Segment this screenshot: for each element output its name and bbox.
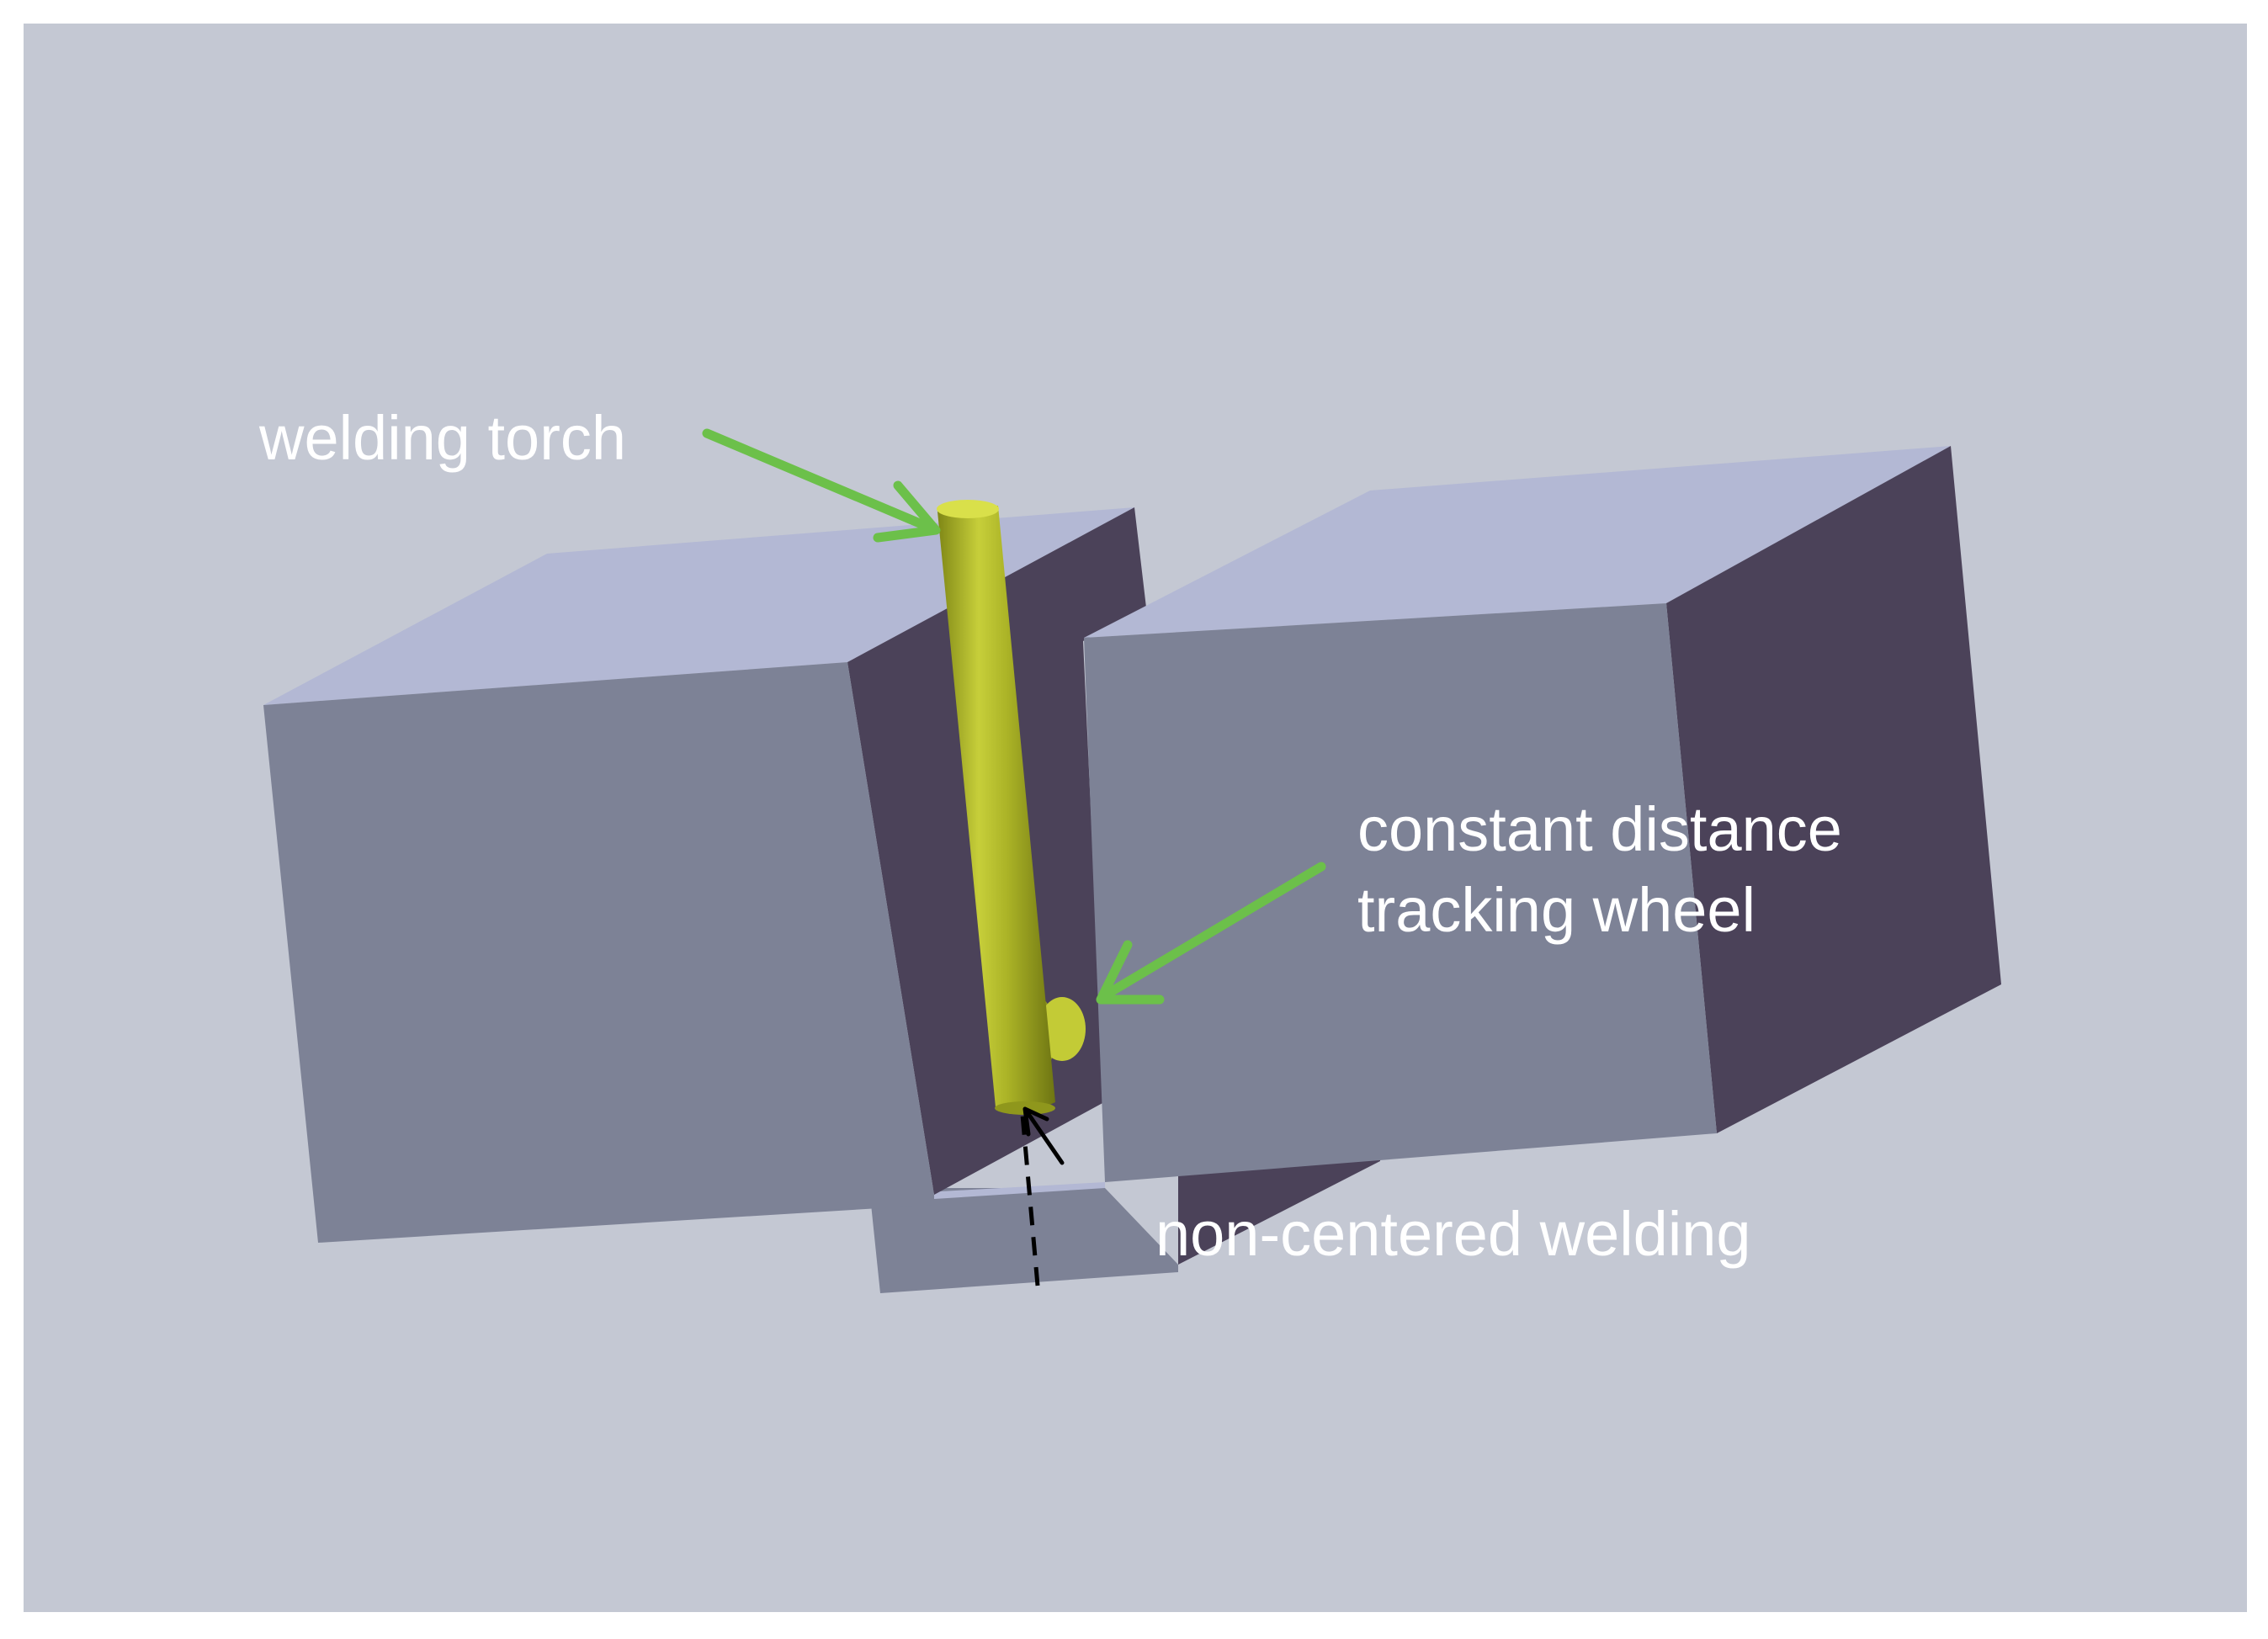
- welding-torch-body: [937, 506, 1055, 1112]
- right-block-top: [1084, 446, 1951, 638]
- welding-torch-top: [937, 500, 999, 518]
- groove-bottom: [926, 1182, 1105, 1199]
- green-arrow-icon: [1096, 940, 1165, 1005]
- black-arrow-icon: [1022, 1106, 1065, 1165]
- offset-label: non-centered welding: [1155, 1199, 1751, 1269]
- wheel-arrow-shaft: [1104, 862, 1326, 998]
- left-block-top: [263, 507, 1134, 705]
- right-block: [1084, 446, 2001, 1182]
- torch-arrow: [702, 428, 941, 543]
- torch-arrow-shaft: [702, 428, 931, 531]
- left-block-front: [263, 662, 934, 1243]
- torch-label: welding torch: [258, 403, 626, 473]
- wheel-label-line-1: constant distance: [1357, 794, 1842, 864]
- offset-indicator: [1020, 1106, 1065, 1286]
- wheel-arrow: [1096, 862, 1326, 1005]
- green-arrow-icon: [873, 480, 941, 543]
- wheel-label-line-2: tracking wheel: [1357, 875, 1755, 945]
- tracking-wheel-face: [1038, 997, 1086, 1061]
- right-block-front: [1084, 603, 1717, 1182]
- base-plate-front: [869, 1188, 1178, 1293]
- right-block-side: [1666, 446, 2001, 1133]
